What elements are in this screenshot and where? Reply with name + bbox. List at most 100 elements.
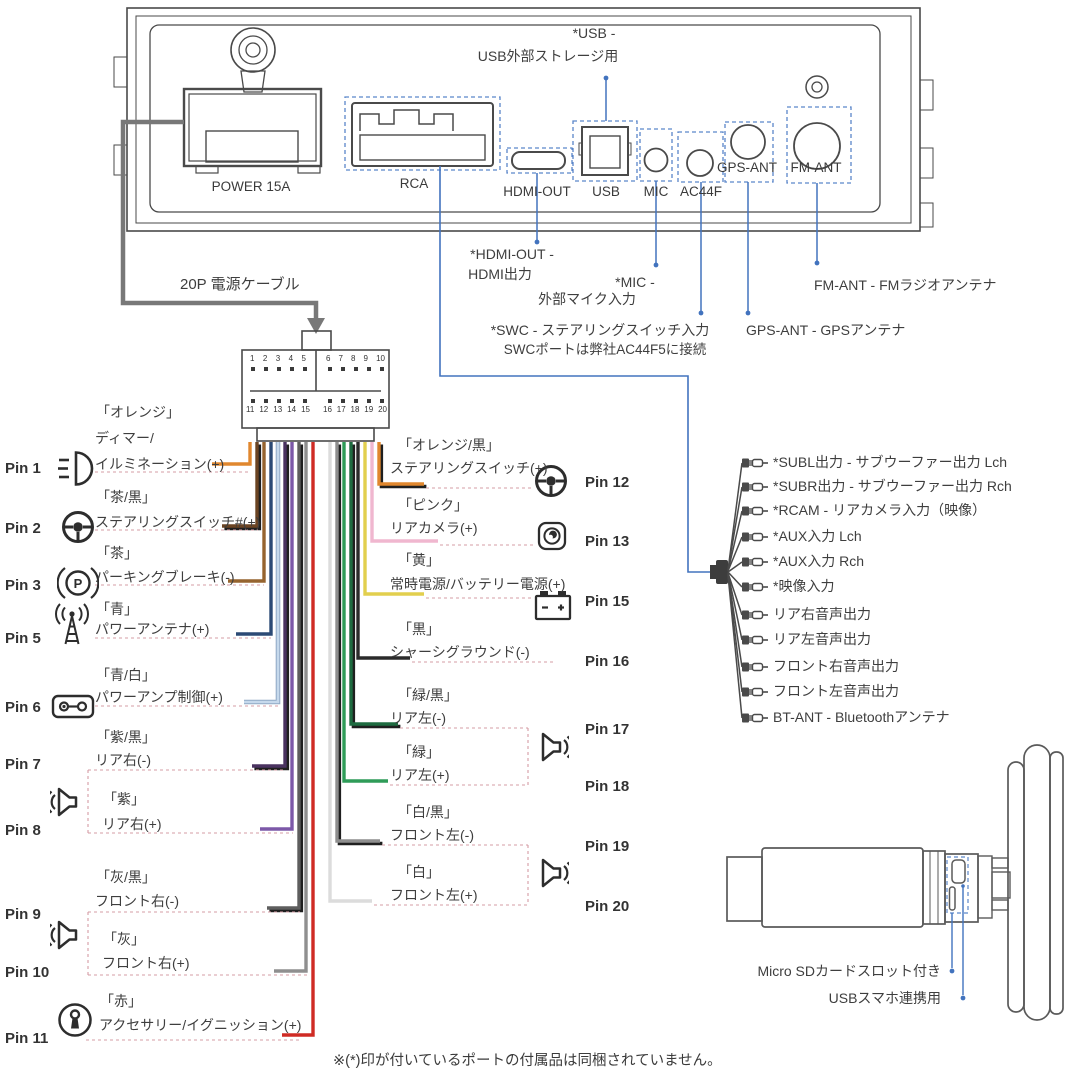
rca-output-item: BT-ANT - Bluetoothアンテナ [773, 709, 950, 725]
pin-label: Pin 1 [5, 460, 41, 477]
wire-pin3 [228, 442, 266, 583]
wire-pin1 [212, 442, 252, 466]
dashed-label-lines [86, 471, 556, 1041]
pin-label: Pin 5 [5, 630, 41, 647]
usb-dongle-illustration [726, 744, 1064, 1021]
power-port [182, 87, 323, 174]
steering-wheel-icon [62, 511, 94, 543]
wire-function: ディマー/ [95, 430, 154, 446]
fm-ant-port [793, 122, 841, 170]
wire-color-name: 「赤」 [100, 993, 142, 1009]
ac44f-port [686, 149, 714, 177]
pin-label: Pin 11 [5, 1030, 49, 1047]
wire-pin7 [252, 442, 287, 768]
rca-output-item: リア右音声出力 [773, 606, 871, 622]
wire-function: フロント左(+) [390, 887, 478, 903]
wire-pin19 [335, 442, 380, 843]
pin-label: Pin 10 [5, 964, 50, 981]
wire-pin8 [260, 442, 294, 831]
wire-pin17 [349, 442, 398, 726]
wire-color-name: 「紫」 [103, 791, 145, 807]
port-label-fm: FM-ANT [790, 160, 842, 175]
battery-icon [534, 589, 572, 621]
port-label-ac44f: AC44F [679, 184, 723, 199]
usb-annotation-line1: *USB - [572, 25, 616, 41]
swc-annotation-line1: *SWC - ステアリングスイッチ入力 [490, 322, 710, 338]
pin-label: Pin 15 [585, 593, 630, 610]
rca-plug-icon [741, 609, 769, 621]
port-highlight-boxes [344, 96, 852, 184]
rca-fanout [710, 457, 769, 724]
rca-plug-icon [741, 712, 769, 724]
port-label-gps: GPS-ANT [716, 160, 778, 175]
wire-color-name: 「緑/黒」 [398, 687, 458, 703]
pin-label: Pin 2 [5, 520, 41, 537]
wire-color-name: 「ピンク」 [398, 497, 468, 513]
rca-plug-icon [741, 661, 769, 673]
pin-label: Pin 18 [585, 778, 630, 795]
pin-label: Pin 8 [5, 822, 41, 839]
rca-output-item: フロント右音声出力 [773, 658, 899, 674]
rca-output-item: *AUX入力 Lch [773, 528, 862, 544]
hdmi-port [511, 151, 566, 170]
rca-plug-icon [741, 481, 769, 493]
wire-color-name: 「茶/黒」 [96, 489, 156, 505]
speaker-icon [541, 858, 569, 888]
swc-annotation-line2: SWCポートは弊社AC44F5に接続 [503, 342, 707, 357]
rca-plug-icon [741, 581, 769, 593]
wire-function: ステアリングスイッチ#(+) [95, 514, 261, 530]
rca-plug-icon [741, 686, 769, 698]
hdmi-annotation-line2: HDMI出力 [468, 266, 532, 282]
wire-function: パワーアンテナ(+) [95, 621, 210, 637]
svg-text:P: P [74, 576, 83, 591]
pin-label: Pin 20 [585, 898, 630, 915]
wire-function: アクセサリー/イグニッション(+) [99, 1017, 302, 1033]
cable-label: 20P 電源ケーブル [180, 276, 300, 293]
wire-function: リア左(+) [390, 767, 450, 783]
dongle-annotations [946, 856, 969, 1001]
port-label-mic: MIC [643, 184, 669, 199]
wire-function: パワーアンプ制御(+) [95, 689, 223, 705]
rca-plug-icon [741, 634, 769, 646]
pin-label: Pin 16 [585, 653, 630, 670]
wire-color-name: 「青」 [96, 601, 138, 617]
wire-color-name: 「緑」 [398, 744, 440, 760]
pin-label: Pin 6 [5, 699, 41, 716]
speaker-icon [50, 787, 78, 817]
fm-annotation: FM-ANT - FMラジオアンテナ [814, 277, 997, 293]
pin-label: Pin 7 [5, 756, 41, 773]
rear-camera-icon [537, 521, 567, 551]
wire-pin9 [267, 442, 301, 910]
wire-color-name: 「白」 [398, 864, 440, 880]
gps-ant-port [730, 124, 766, 160]
pin-label: Pin 13 [585, 533, 630, 550]
pin-label: Pin 9 [5, 906, 41, 923]
rca-output-item: *映像入力 [773, 578, 835, 594]
pin-label: Pin 19 [585, 838, 630, 855]
wire-color-name: 「オレンジ/黒」 [398, 437, 500, 453]
rca-output-item: リア左音声出力 [773, 631, 871, 647]
rca-plug-icon [741, 556, 769, 568]
usb-link-label: USBスマホ連携用 [828, 990, 941, 1006]
rca-output-item: *SUBL出力 - サブウーファー出力 Lch [773, 454, 1008, 470]
wire-pin13 [370, 442, 438, 543]
port-label-rca: RCA [399, 176, 429, 191]
mic-annotation-line1: *MIC - [615, 274, 655, 290]
wire-function: リア右(-) [95, 752, 151, 768]
wire-pin10 [274, 442, 308, 973]
pin-label: Pin 17 [585, 721, 630, 738]
wire-function: リア左(-) [390, 710, 446, 726]
port-label-usb: USB [592, 184, 620, 199]
wire-pin16 [356, 442, 410, 660]
head-unit-panel [113, 7, 934, 232]
rca-output-item: フロント左音声出力 [773, 683, 899, 699]
wire-pin15 [363, 442, 424, 596]
wire-color-name: 「青/白」 [96, 667, 156, 683]
wire-pin5 [236, 442, 273, 636]
wire-function: リアカメラ(+) [390, 520, 478, 536]
rca-plug-icon [741, 457, 769, 469]
